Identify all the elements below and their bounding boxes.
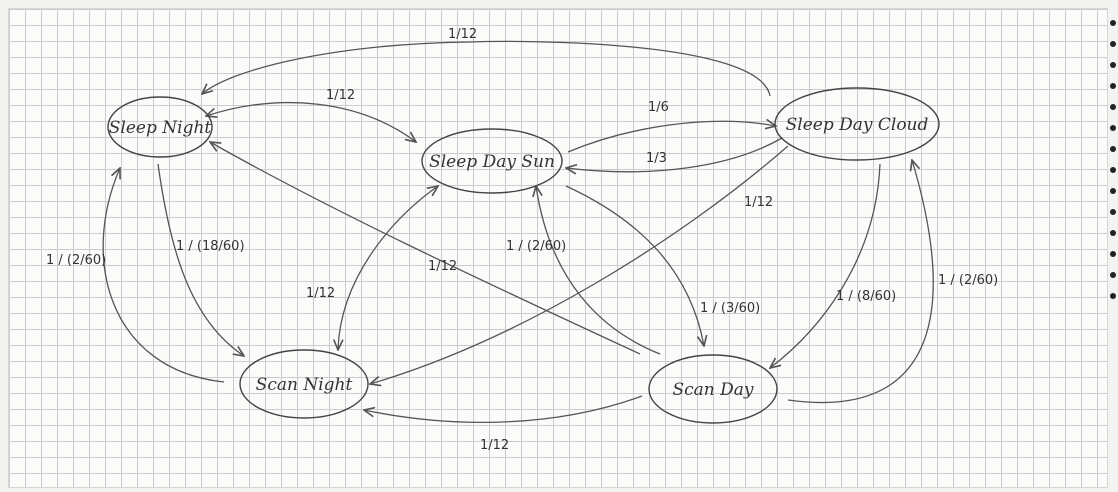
edge-e2 [206,101,416,142]
spiral-binding [1108,20,1118,320]
edge-e10 [536,186,661,355]
edge-e6 [102,168,225,383]
node-label: Sleep Day Cloud [786,115,929,135]
grid-paper [8,8,1108,488]
edge-label-e14: 1/12 [480,438,509,453]
node-label: Sleep Day Sun [429,152,555,172]
edge-e4 [566,137,783,172]
edge-label-e13: 1 / (2/60) [938,273,998,288]
edge-e9 [338,186,438,350]
edge-label-e2: 1/12 [326,88,355,103]
edge-e3 [567,121,776,153]
node-scan-day: Scan Day [648,354,778,424]
edge-label-e3: 1/6 [648,100,669,115]
node-sleep-night: Sleep Night [107,96,213,158]
node-sleep-day-sun: Sleep Day Sun [421,128,563,194]
edge-e1 [202,40,771,97]
edges [102,40,934,424]
edge-e11 [565,185,704,346]
node-scan-night: Scan Night [239,349,369,419]
node-label: Scan Night [256,375,353,395]
edge-e14 [364,395,643,424]
edge-e12 [770,163,881,368]
edge-e8 [210,142,641,355]
edge-e13 [787,160,934,404]
edge-label-e9: 1/12 [306,286,335,301]
edge-label-e12: 1 / (8/60) [836,289,896,304]
edge-labels: 1/12 1/12 1/6 1/3 1/12 1 / (2/60) 1 / (1… [46,27,998,453]
edge-label-e7: 1 / (18/60) [176,239,245,254]
node-label: Sleep Night [109,118,212,138]
edge-label-e1: 1/12 [448,27,477,42]
node-sleep-day-cloud: Sleep Day Cloud [774,87,940,161]
edge-label-e10: 1 / (2/60) [506,239,566,254]
edge-label-e4: 1/3 [646,151,667,166]
edge-e7 [157,163,244,356]
edge-label-e8: 1/12 [428,259,457,274]
edge-label-e11: 1 / (3/60) [700,301,760,316]
edge-label-e6: 1 / (2/60) [46,253,106,268]
edge-e5 [370,145,789,384]
node-label: Scan Day [672,380,753,400]
edge-label-e5: 1/12 [744,195,773,210]
